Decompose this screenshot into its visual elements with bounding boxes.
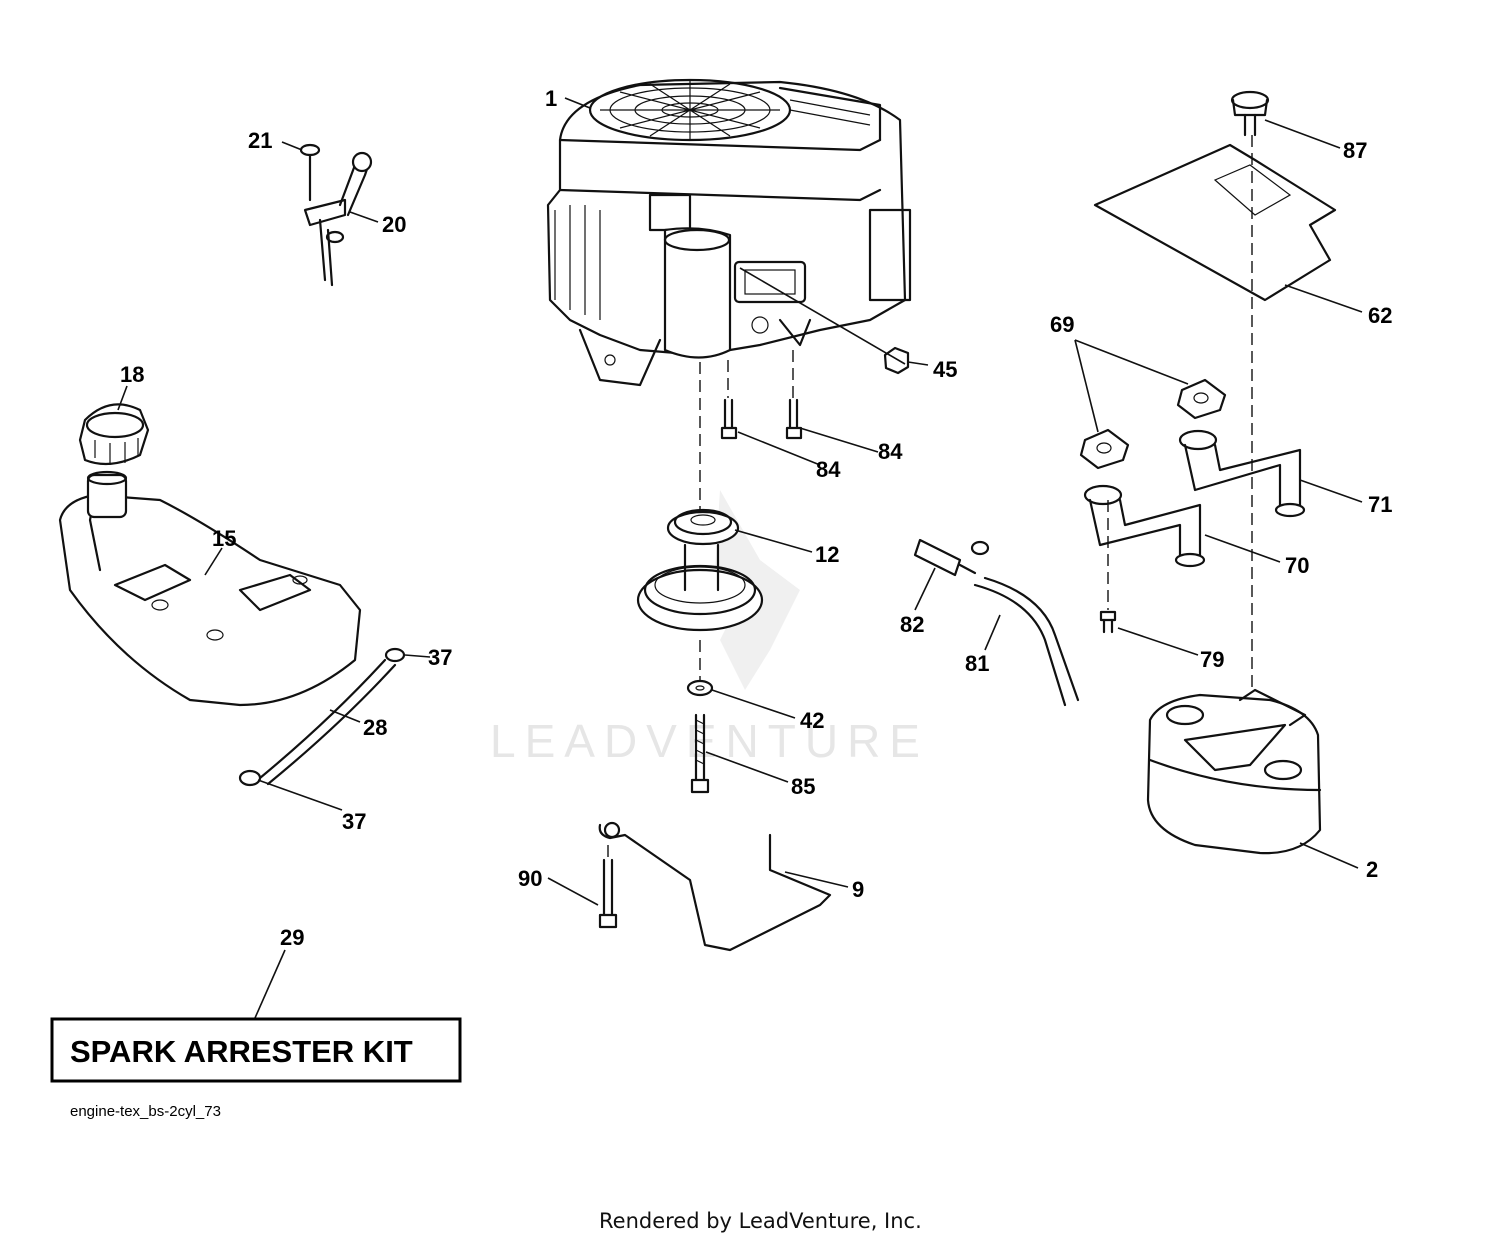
exhaust-pipe-part-71[interactable]: [1178, 429, 1306, 518]
fuel-line-part-28[interactable]: [258, 658, 397, 786]
callout-2[interactable]: 2: [1366, 857, 1378, 882]
callout-37-upper[interactable]: 37: [428, 645, 452, 670]
bolt-part-84[interactable]: [720, 398, 803, 440]
screw-part-79[interactable]: [1099, 610, 1117, 634]
callout-70[interactable]: 70: [1285, 553, 1309, 578]
callout-28[interactable]: 28: [363, 715, 387, 740]
bolt-part-90[interactable]: [598, 858, 618, 929]
callout-21[interactable]: 21: [248, 128, 272, 153]
spark-arrester-kit-box[interactable]: SPARK ARRESTER KIT: [50, 1017, 462, 1083]
callout-71[interactable]: 71: [1368, 492, 1392, 517]
bolt-part-21[interactable]: [299, 143, 321, 202]
watermark-text: LEADVENTURE: [490, 715, 929, 767]
washer-part-42[interactable]: [686, 679, 714, 697]
callout-29[interactable]: 29: [280, 925, 304, 950]
callouts: 1 2 9 12 15 18 20 21 28 29 37 37 42 45 6…: [120, 86, 1392, 950]
nut-part-45[interactable]: [883, 346, 910, 375]
heat-shield-part-62[interactable]: [1093, 143, 1337, 302]
callout-45[interactable]: 45: [933, 357, 957, 382]
spark-arrester-kit-label: SPARK ARRESTER KIT: [70, 1034, 413, 1069]
bolt-part-85[interactable]: [690, 713, 710, 794]
fuel-filter-part-82[interactable]: [913, 538, 990, 577]
callout-20[interactable]: 20: [382, 212, 406, 237]
callout-90[interactable]: 90: [518, 866, 542, 891]
bracket-part-9[interactable]: [598, 821, 832, 952]
fuel-cap-part-18[interactable]: [78, 403, 150, 466]
callout-84-upper[interactable]: 84: [878, 439, 903, 464]
callout-1[interactable]: 1: [545, 86, 557, 111]
callout-81[interactable]: 81: [965, 651, 989, 676]
callout-84-lower[interactable]: 84: [816, 457, 841, 482]
pulley-part-12[interactable]: [636, 508, 764, 632]
hose-clamp-part-37[interactable]: [238, 647, 406, 787]
callout-18[interactable]: 18: [120, 362, 144, 387]
callout-12[interactable]: 12: [815, 542, 839, 567]
callout-85[interactable]: 85: [791, 774, 815, 799]
gasket-part-69[interactable]: [1079, 378, 1227, 470]
fuel-line-part-81[interactable]: [973, 576, 1080, 707]
engine-part-1[interactable]: [546, 78, 912, 387]
callout-62[interactable]: 62: [1368, 303, 1392, 328]
callout-69[interactable]: 69: [1050, 312, 1074, 337]
alignment-lines: [607, 135, 1253, 858]
callout-9[interactable]: 9: [852, 877, 864, 902]
callout-79[interactable]: 79: [1200, 647, 1224, 672]
callout-15[interactable]: 15: [212, 526, 236, 551]
fuel-tank-part-15[interactable]: [58, 470, 362, 707]
callout-82[interactable]: 82: [900, 612, 924, 637]
callout-37-lower[interactable]: 37: [342, 809, 366, 834]
exhaust-pipe-part-70[interactable]: [1083, 484, 1206, 568]
footer-rendered-by: Rendered by LeadVenture, Inc.: [599, 1209, 922, 1233]
screw-part-87[interactable]: [1230, 90, 1270, 137]
muffler-part-2[interactable]: [1146, 688, 1322, 855]
diagram-code: engine-tex_bs-2cyl_73: [70, 1103, 221, 1120]
callout-42[interactable]: 42: [800, 708, 824, 733]
throttle-control-part-20[interactable]: [303, 151, 373, 287]
callout-87[interactable]: 87: [1343, 138, 1367, 163]
leader-lines: [117, 97, 1363, 1019]
